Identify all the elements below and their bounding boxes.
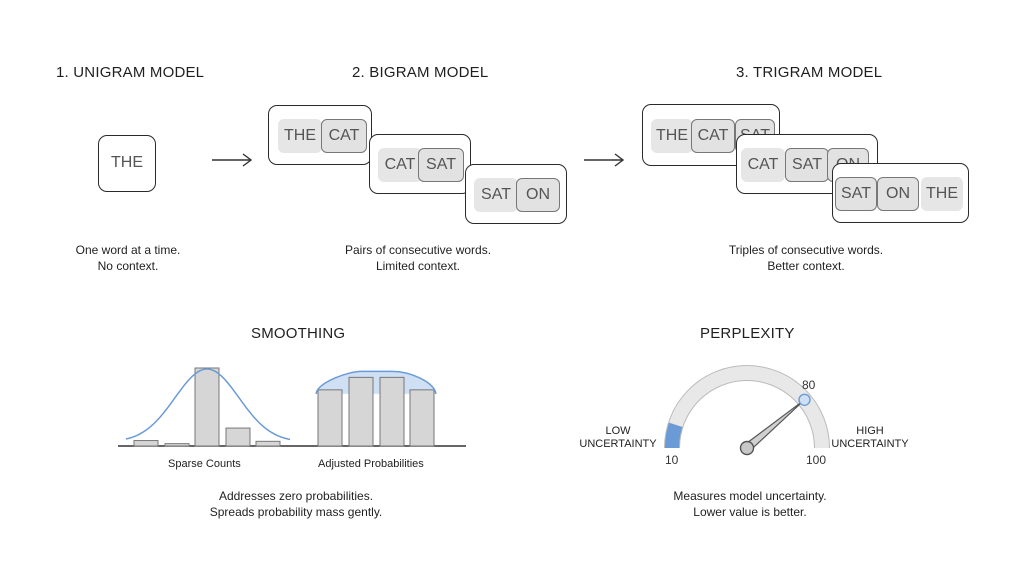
unigram-caption-line2: No context. <box>97 259 159 273</box>
adjusted-probabilities-label: Adjusted Probabilities <box>318 458 424 470</box>
high-label-line1: HIGH <box>856 425 884 437</box>
smoothing-caption-line1: Addresses zero probabilities. <box>218 489 374 503</box>
trigram-caption-line1: Triples of consecutive words. <box>728 243 884 257</box>
high-uncertainty-label: HIGH UNCERTAINTY <box>828 425 912 451</box>
perplexity-gauge <box>664 365 830 456</box>
adjusted-probability-bar <box>348 376 374 447</box>
sparse-count-bar <box>194 367 220 447</box>
trigram-token: CAT <box>741 148 785 182</box>
sparse-count-bar <box>133 440 159 447</box>
high-label-line2: UNCERTAINTY <box>831 438 909 450</box>
gauge-track <box>664 365 830 449</box>
unigram-title: 1. UNIGRAM MODEL <box>56 64 205 81</box>
bigram-caption-line1: Pairs of consecutive words. <box>344 243 492 257</box>
bigram-caption: Pairs of consecutive words. Limited cont… <box>338 242 498 274</box>
trigram-token: ON <box>877 177 919 211</box>
adjusted-smooth-curve <box>315 370 437 395</box>
bigram-title: 2. BIGRAM MODEL <box>352 64 489 81</box>
gauge-marker-label: 80 <box>802 378 816 392</box>
sparse-count-bar <box>225 427 251 447</box>
gauge-max-label: 100 <box>806 453 827 467</box>
bigram-token: SAT <box>418 148 464 182</box>
sparse-count-bar <box>164 443 190 447</box>
perplexity-title: PERPLEXITY <box>700 325 795 342</box>
bigram-token: CAT <box>321 119 367 153</box>
trigram-token: SAT <box>835 177 877 211</box>
low-uncertainty-label: LOW UNCERTAINTY <box>578 425 658 451</box>
gauge-low-segment <box>664 422 683 449</box>
smoothing-caption-line2: Spreads probability mass gently. <box>209 505 383 519</box>
right-arrow-icon <box>212 153 253 167</box>
adjusted-probability-bar <box>409 389 435 447</box>
sparse-gaussian-curve <box>125 368 291 441</box>
sparse-counts-label: Sparse Counts <box>168 458 241 470</box>
gauge-marker-dot <box>798 393 811 406</box>
low-label-line2: UNCERTAINTY <box>579 438 657 450</box>
bigram-caption-line2: Limited context. <box>375 259 461 273</box>
unigram-token-box: THE <box>98 135 156 192</box>
smoothing-caption: Addresses zero probabilities. Spreads pr… <box>196 488 396 520</box>
trigram-token: THE <box>651 119 693 153</box>
trigram-token: CAT <box>691 119 735 153</box>
unigram-caption-line1: One word at a time. <box>75 243 181 257</box>
gauge-outline <box>664 365 830 449</box>
adjusted-probability-bar <box>379 376 405 447</box>
bigram-token: THE <box>278 119 322 153</box>
gauge-outline <box>679 380 815 449</box>
adjusted-probability-bar <box>317 389 343 447</box>
trigram-title: 3. TRIGRAM MODEL <box>736 64 883 81</box>
perplexity-caption-line2: Lower value is better. <box>693 505 807 519</box>
trigram-caption-line2: Better context. <box>767 259 845 273</box>
trigram-caption: Triples of consecutive words. Better con… <box>718 242 894 274</box>
gauge-min-label: 10 <box>665 453 679 467</box>
smoothing-title: SMOOTHING <box>251 325 346 342</box>
adjusted-fill <box>316 371 436 394</box>
perplexity-caption: Measures model uncertainty. Lower value … <box>650 488 850 520</box>
gauge-hub <box>739 440 755 456</box>
smoothing-chart <box>118 367 466 447</box>
bigram-box-2: CAT SAT <box>369 134 471 194</box>
bigram-box-3: SAT ON <box>465 164 567 224</box>
bigram-token: SAT <box>474 178 518 212</box>
right-arrow-icon <box>584 153 625 167</box>
low-label-line1: LOW <box>605 425 631 437</box>
trigram-token: SAT <box>785 148 829 182</box>
unigram-caption: One word at a time. No context. <box>58 242 198 274</box>
gauge-needle <box>743 399 805 452</box>
unigram-token: THE <box>111 154 143 171</box>
sparse-count-bar <box>255 440 281 447</box>
bigram-token: ON <box>516 178 560 212</box>
perplexity-caption-line1: Measures model uncertainty. <box>673 489 827 503</box>
bigram-box-1: THE CAT <box>268 105 372 165</box>
trigram-token: THE <box>921 177 963 211</box>
bigram-token: CAT <box>378 148 422 182</box>
trigram-box-3: SAT ON THE <box>832 163 969 223</box>
